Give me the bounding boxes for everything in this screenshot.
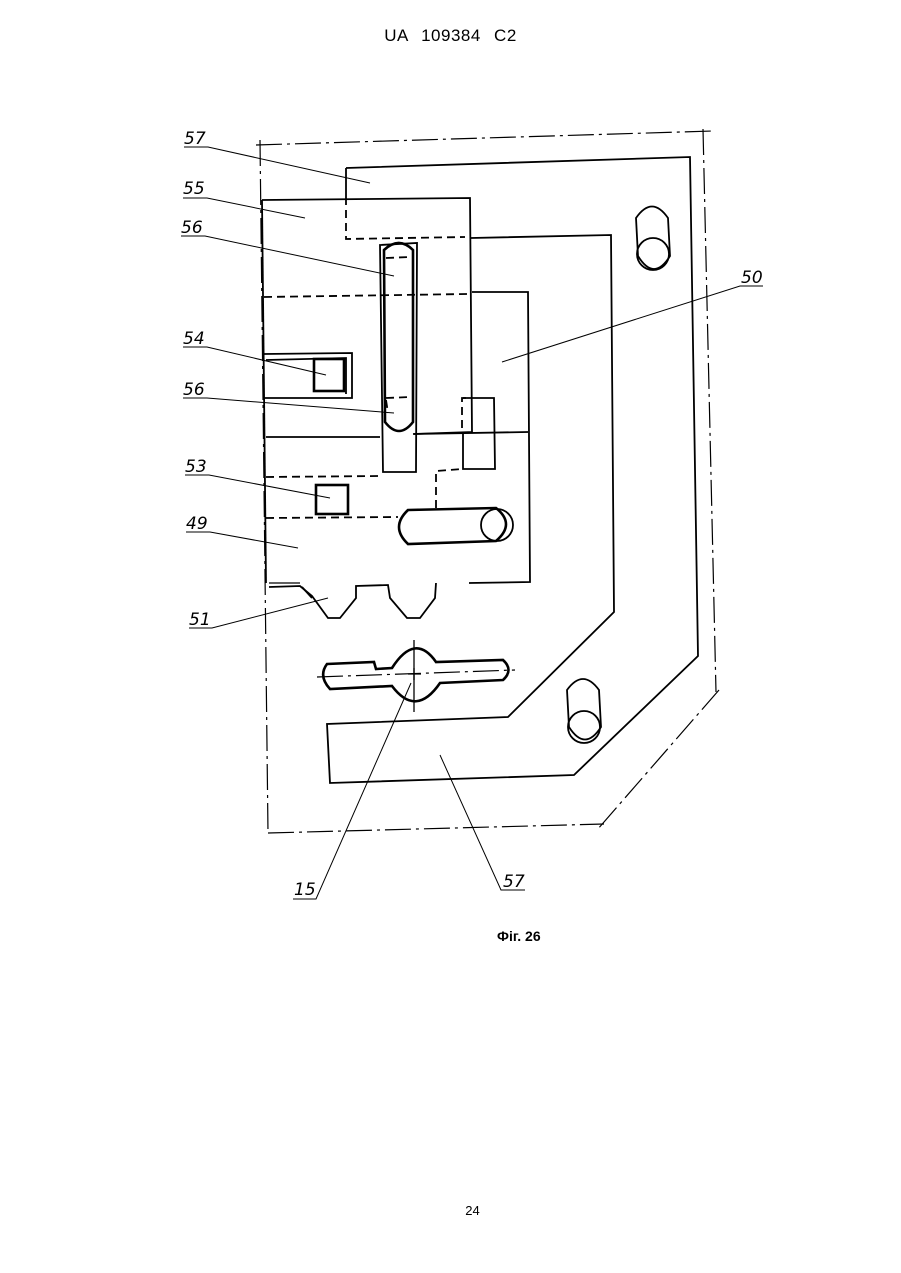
slot-hole-lower: [567, 679, 601, 743]
leader-lines: [181, 147, 763, 899]
label-15: 15: [294, 880, 316, 900]
part-51-notched-edge: [269, 583, 436, 618]
keyhole-slot-15: [317, 640, 515, 712]
outer-boundary-chain-line: [256, 129, 719, 833]
horizontal-slot: [399, 508, 513, 544]
label-50: 50: [741, 268, 763, 288]
part-53: [316, 485, 348, 514]
label-54: 54: [183, 329, 205, 349]
part-56-bar: [380, 243, 417, 472]
label-55: 55: [183, 179, 205, 199]
reference-labels: 57 55 56 54 56 53 49 51 50 15 57: [181, 129, 763, 900]
label-56-bottom: 56: [183, 380, 205, 400]
figure-caption: Фіг. 26: [497, 928, 541, 944]
label-51: 51: [189, 610, 211, 630]
label-57-bottom: 57: [503, 872, 525, 892]
label-49: 49: [186, 514, 208, 534]
part-54: [264, 353, 352, 398]
page-number: 24: [22, 1203, 901, 1218]
label-57-top: 57: [184, 129, 206, 149]
label-53: 53: [185, 457, 207, 477]
slot-hole-upper: [636, 207, 670, 271]
label-56-top: 56: [181, 218, 203, 238]
